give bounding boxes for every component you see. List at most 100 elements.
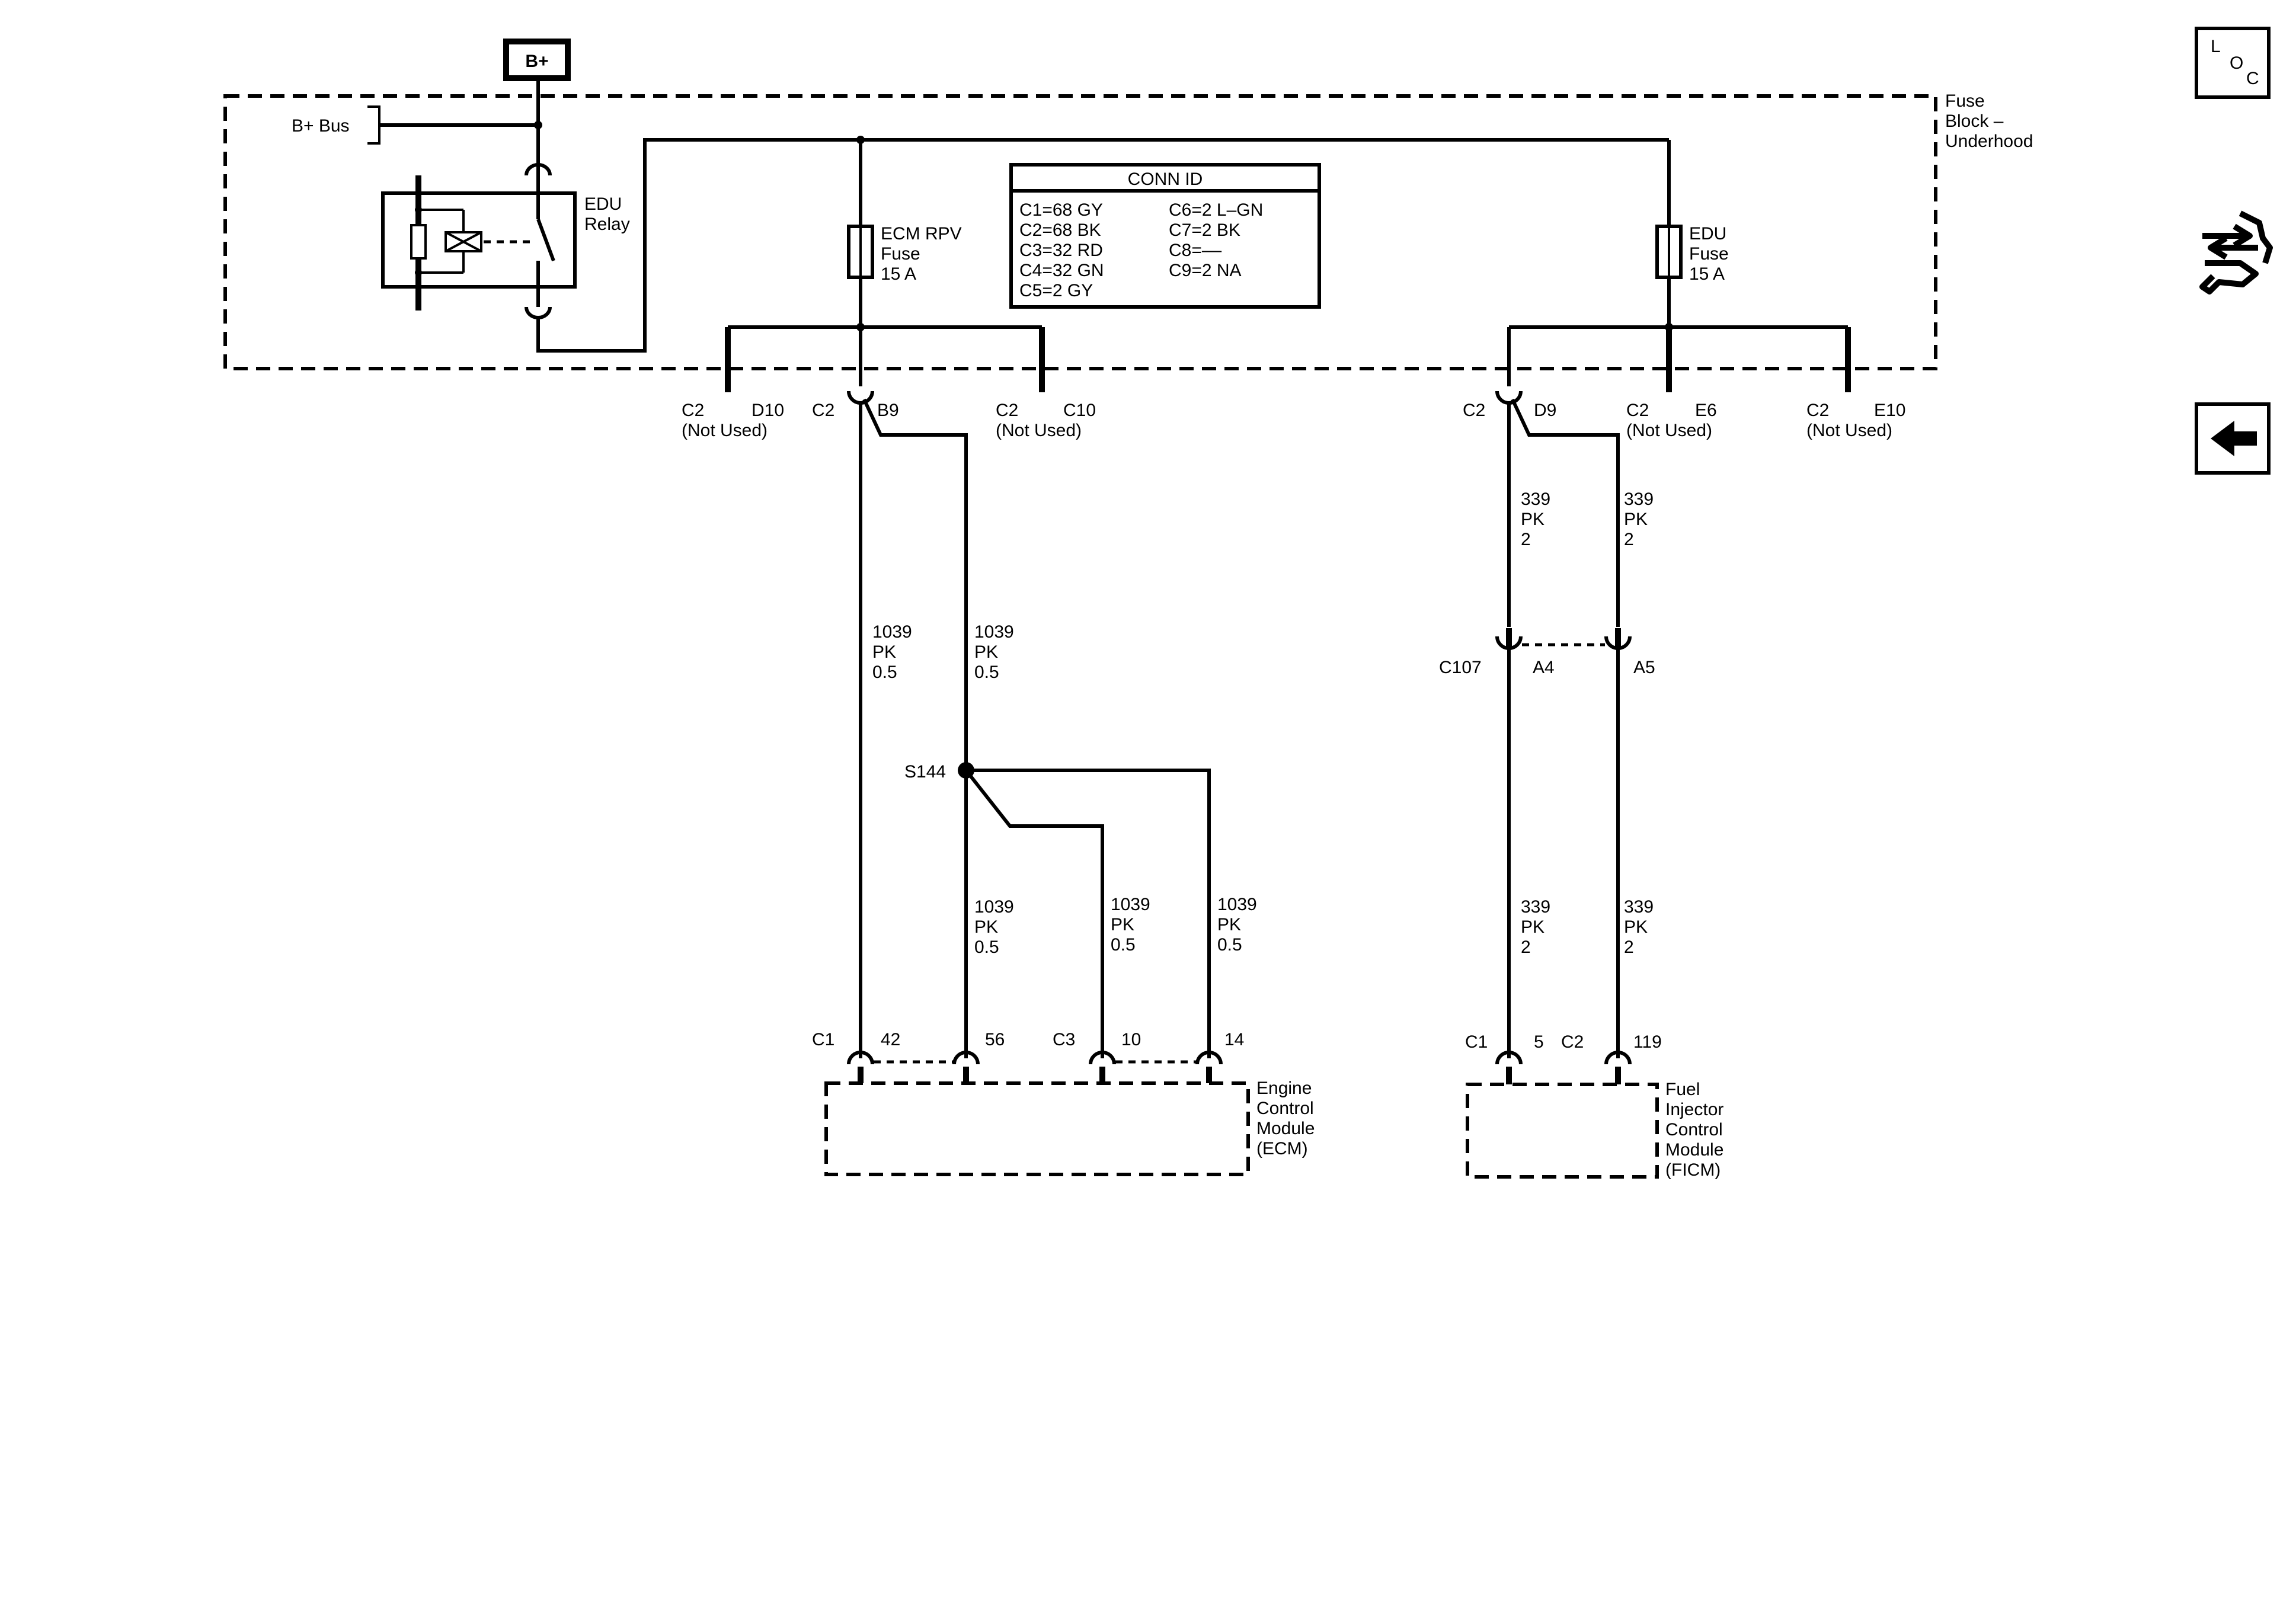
ecm-rpv-fuse-label-1: ECM RPV xyxy=(881,224,962,244)
conn-id-c9: C9=2 NA xyxy=(1169,261,1242,280)
wire-339-lower-left-circuit: 339 xyxy=(1521,897,1550,917)
pin-b9-label: B9 xyxy=(877,401,899,420)
wire-1039-upper-size: 0.5 xyxy=(974,662,999,682)
ficm-label-5: (FICM) xyxy=(1665,1160,1721,1180)
relay-bottom-contact xyxy=(525,306,552,319)
conn-d10-label: C2 xyxy=(682,401,704,420)
back-button[interactable] xyxy=(2195,402,2271,475)
ecm-14-connector xyxy=(1195,1051,1223,1065)
ficm-c2-119-connector xyxy=(1604,1051,1632,1065)
fuse-block-label-2: Block – xyxy=(1945,111,2004,131)
ficm-label-4: Module xyxy=(1665,1140,1723,1160)
pin-c10-label: C10 xyxy=(1063,401,1096,420)
wire-1039-left-circuit: 1039 xyxy=(872,622,912,642)
ecm-label-4: (ECM) xyxy=(1256,1139,1308,1158)
wire-339-upper-left-color: PK xyxy=(1521,510,1544,529)
ficm-c2-label: C2 xyxy=(1561,1032,1584,1052)
wire-339-upper-left-circuit: 339 xyxy=(1521,489,1550,509)
conn-id-c7: C7=2 BK xyxy=(1169,220,1240,240)
conn-id-c5: C5=2 GY xyxy=(1019,281,1093,300)
pin-e10-label: E10 xyxy=(1874,401,1905,420)
conn-c10-label: C2 xyxy=(996,401,1018,420)
relay-coil-node-bottom xyxy=(415,269,422,276)
wire-1039-splice-to-14 xyxy=(966,769,1211,1058)
pin-d10-label: D10 xyxy=(752,401,784,420)
connector-end-view-icon xyxy=(2202,223,2258,260)
wire-1039-56-color: PK xyxy=(974,917,998,937)
wire-339-lower-left-size: 2 xyxy=(1521,937,1531,957)
relay-output-wire xyxy=(536,138,1669,353)
pin-d9-label: D9 xyxy=(1534,401,1556,420)
wire-339-upper-right-circuit: 339 xyxy=(1624,489,1654,509)
connector-view-button[interactable] xyxy=(2199,210,2273,295)
wire-339-d9-to-a5 xyxy=(1511,398,1620,627)
edu-fuse-label-1: EDU xyxy=(1689,224,1726,244)
bplus-label: B+ xyxy=(525,52,548,71)
ecm-pin-14-label: 14 xyxy=(1224,1030,1244,1049)
ficm-c1-5-connector xyxy=(1495,1051,1523,1065)
loc-letter-c: C xyxy=(2246,69,2259,88)
ecm-c3-label: C3 xyxy=(1053,1030,1075,1049)
ecm-label-1: Engine xyxy=(1256,1078,1312,1098)
wire-1039-56-circuit: 1039 xyxy=(974,897,1014,917)
c107-pin-a4-label: A4 xyxy=(1533,658,1555,677)
loc-icon xyxy=(2195,27,2271,99)
relay-switch-blade xyxy=(536,218,555,262)
conn-id-c2: C2=68 BK xyxy=(1019,220,1101,240)
location-view-button[interactable]: L O C xyxy=(2195,27,2271,99)
edu-fuse-label-2: Fuse xyxy=(1689,244,1729,264)
pin-b9-connector xyxy=(847,391,874,405)
relay-coil-cross xyxy=(445,231,482,252)
ecm-pin-42-label: 42 xyxy=(881,1030,900,1049)
pin-e6-label: E6 xyxy=(1695,401,1717,420)
wire-339-upper-right-size: 2 xyxy=(1624,530,1634,549)
conn-id-c8: C8=–– xyxy=(1169,241,1222,260)
wire-339-lower-left-color: PK xyxy=(1521,917,1544,937)
conn-id-title: CONN ID xyxy=(1128,169,1203,189)
relay-resistor-icon xyxy=(410,224,427,260)
wire-1039-14-size: 0.5 xyxy=(1217,935,1242,955)
ecm-pin-56-label: 56 xyxy=(985,1030,1005,1049)
conn-id-c1: C1=68 GY xyxy=(1019,200,1103,220)
c107-pin-a5-label: A5 xyxy=(1633,658,1655,677)
wire-1039-left-color: PK xyxy=(872,642,896,662)
ecm-c1-42-connector xyxy=(847,1051,874,1065)
c107-label: C107 xyxy=(1439,658,1482,677)
ecm-rpv-fuse-label-2: Fuse xyxy=(881,244,920,264)
fuse-block-label-3: Underhood xyxy=(1945,132,2033,151)
wire-1039-56-size: 0.5 xyxy=(974,937,999,957)
wire-339-upper-right-color: PK xyxy=(1624,510,1648,529)
wire-1039-upper-circuit: 1039 xyxy=(974,622,1014,642)
bplus-bus-bracket xyxy=(367,105,380,145)
conn-id-c4: C4=32 GN xyxy=(1019,261,1104,280)
edu-relay-label-2: Relay xyxy=(584,215,630,234)
conn-e10-label: C2 xyxy=(1806,401,1829,420)
pin-c10-note: (Not Used) xyxy=(996,421,1082,440)
back-arrow-icon xyxy=(2211,421,2257,456)
ecm-module-box xyxy=(824,1081,1250,1176)
loc-letter-l: L xyxy=(2211,37,2221,56)
conn-id-c3: C3=32 RD xyxy=(1019,241,1103,260)
wire-1039-14-color: PK xyxy=(1217,915,1241,934)
edu-fuse-label-3: 15 A xyxy=(1689,264,1725,284)
connector-hand-icon xyxy=(2199,210,2273,295)
fuse-block-boundary xyxy=(223,94,1937,370)
pin-e6-note: (Not Used) xyxy=(1626,421,1712,440)
ficm-module-box xyxy=(1466,1083,1659,1179)
ecm-56-connector xyxy=(952,1051,980,1065)
ficm-pin-119-label: 119 xyxy=(1633,1032,1662,1052)
wire-1039-left-size: 0.5 xyxy=(872,662,897,682)
conn-d9-label: C2 xyxy=(1463,401,1485,420)
bplus-bus-label: B+ Bus xyxy=(292,116,350,136)
pin-e10-note: (Not Used) xyxy=(1806,421,1892,440)
wire-339-lower-right-circuit: 339 xyxy=(1624,897,1654,917)
wire-339-lower-right-color: PK xyxy=(1624,917,1648,937)
relay-top-contact xyxy=(525,163,552,176)
ecm-label-3: Module xyxy=(1256,1119,1315,1138)
ficm-c1-label: C1 xyxy=(1465,1032,1488,1052)
wire-1039-10-size: 0.5 xyxy=(1111,935,1136,955)
wire-1039-upper-color: PK xyxy=(974,642,998,662)
wire-1039-14-circuit: 1039 xyxy=(1217,895,1257,914)
ecm-c3-10-connector xyxy=(1089,1051,1116,1065)
